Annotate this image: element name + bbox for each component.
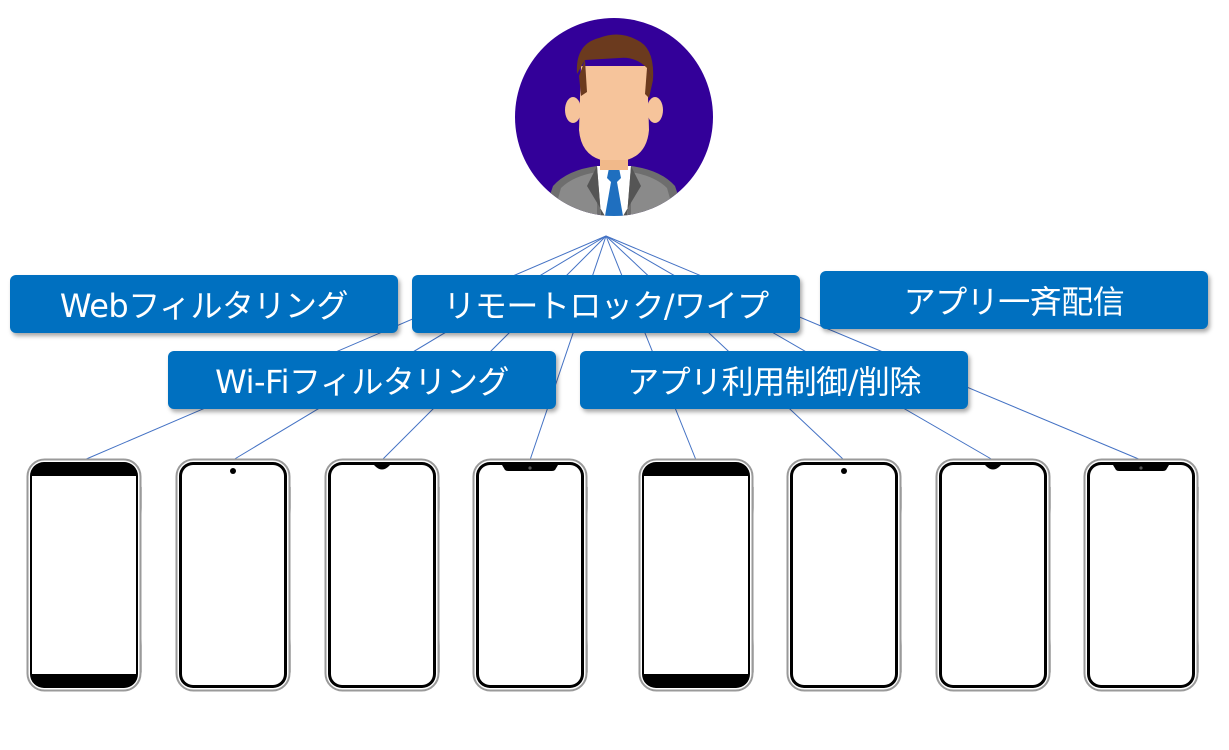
connector-line-1	[83, 235, 607, 461]
connector-line-7	[605, 235, 994, 461]
connector-line-3	[381, 235, 607, 461]
smartphone-7	[935, 458, 1051, 692]
app-bulk-distribution-label: アプリ一斉配信	[903, 283, 1125, 321]
connector-line-2	[232, 235, 607, 461]
wifi-filtering-label: Wi-Fiフィルタリング	[215, 363, 509, 401]
smartphone-icon	[786, 458, 902, 692]
smartphone-6	[786, 458, 902, 692]
connector-line-8	[605, 235, 1142, 461]
web-filtering-label: Webフィルタリング	[59, 287, 349, 325]
connector-line-6	[605, 235, 845, 461]
web-filtering-box: Webフィルタリング	[10, 275, 398, 333]
smartphone-1	[26, 458, 142, 692]
admin-avatar	[515, 18, 713, 216]
smartphone-icon	[935, 458, 1051, 692]
smartphone-icon	[638, 458, 754, 692]
smartphone-icon	[1083, 458, 1199, 692]
smartphone-icon	[324, 458, 440, 692]
app-usage-control-box: アプリ利用制御/削除	[580, 351, 968, 409]
smartphone-icon	[26, 458, 142, 692]
connector-line-5	[605, 235, 697, 461]
app-usage-control-label: アプリ利用制御/削除	[627, 363, 921, 401]
smartphone-3	[324, 458, 440, 692]
wifi-filtering-box: Wi-Fiフィルタリング	[168, 351, 556, 409]
smartphone-5	[638, 458, 754, 692]
app-bulk-distribution-box: アプリ一斉配信	[820, 271, 1208, 329]
smartphone-icon	[472, 458, 588, 692]
smartphone-icon	[175, 458, 291, 692]
smartphone-2	[175, 458, 291, 692]
businessman-avatar-icon	[515, 18, 713, 216]
connector-line-4	[529, 235, 607, 461]
remote-lock-wipe-box: リモートロック/ワイプ	[412, 275, 800, 333]
smartphone-4	[472, 458, 588, 692]
remote-lock-wipe-label: リモートロック/ワイプ	[443, 287, 769, 325]
smartphone-8	[1083, 458, 1199, 692]
